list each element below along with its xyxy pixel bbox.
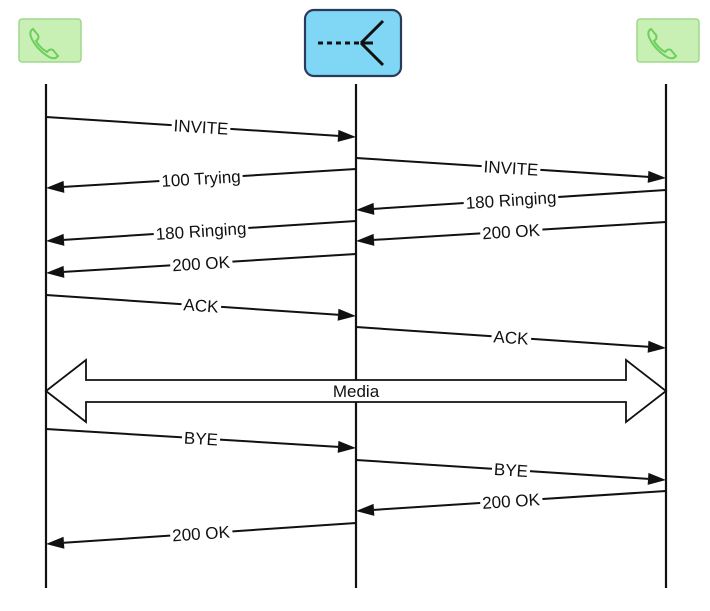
message-label-background [169, 523, 234, 545]
message-label: 180 Ringing [155, 219, 247, 244]
arrowhead [46, 180, 65, 193]
message-arrow: BYE [355, 459, 666, 485]
message-arrow: 200 OK [356, 490, 667, 516]
message-label-group: BYE [181, 428, 221, 450]
media-label: Media [333, 382, 380, 401]
arrowhead [356, 202, 375, 215]
arrowhead [46, 536, 65, 549]
message-arrow: 180 Ringing [46, 219, 357, 246]
message-label-background [180, 296, 222, 316]
message-arrow: ACK [355, 326, 666, 353]
message-label-background [491, 460, 531, 481]
message-arrow: 200 OK [46, 253, 357, 278]
message-label: 180 Ringing [465, 188, 557, 213]
message-arrow: 200 OK [356, 221, 667, 246]
arrowhead [647, 472, 666, 485]
message-label-background [158, 167, 244, 191]
callee-phone-icon [636, 18, 700, 63]
message-label-background [171, 117, 231, 138]
message-label-group: 180 Ringing [153, 219, 249, 244]
message-arrow: 100 Trying [46, 167, 357, 193]
message-label-group: ACK [180, 295, 222, 317]
arrowhead [647, 170, 666, 183]
message-label-background [153, 219, 249, 244]
message-arrows: INVITE INVITE 100 Trying 180 Ringing 180 Rin… [45, 116, 667, 549]
message-arrow: 180 Ringing [356, 188, 667, 215]
message-arrow: INVITE [45, 116, 356, 142]
arrowhead [356, 503, 375, 516]
arrowhead [337, 129, 356, 142]
message-label-group: 200 OK [169, 253, 233, 276]
message-label-group: 200 OK [479, 490, 543, 513]
message-label: 200 OK [172, 253, 231, 276]
message-label-background [481, 158, 541, 179]
message-label: BYE [493, 460, 528, 481]
message-label: BYE [183, 428, 218, 449]
arrowhead [647, 340, 666, 353]
message-label-background [479, 221, 543, 243]
message-label-group: 100 Trying [158, 167, 244, 191]
message-label: 100 Trying [161, 167, 241, 191]
message-arrow: ACK [45, 294, 356, 321]
media-arrow: Media [44, 358, 668, 424]
message-label-group: BYE [491, 460, 531, 481]
message-label: 200 OK [172, 523, 231, 546]
message-label-group: 200 OK [169, 523, 234, 546]
caller-phone-icon [18, 18, 82, 63]
message-label-background [169, 253, 233, 275]
message-label-group: 200 OK [479, 221, 543, 244]
message-label-background [479, 490, 543, 512]
arrowhead [337, 440, 356, 453]
proxy-server-icon [303, 8, 403, 78]
message-label-background [463, 188, 559, 213]
arrowhead [46, 265, 65, 278]
arrowhead [46, 233, 65, 246]
message-label-group: 180 Ringing [463, 188, 559, 213]
arrowhead [356, 233, 375, 246]
message-label: ACK [183, 295, 220, 316]
message-label: 200 OK [482, 221, 541, 244]
message-arrow: 200 OK [46, 522, 357, 549]
message-label-group: INVITE [171, 116, 231, 139]
message-label: INVITE [483, 157, 539, 179]
message-label-group: ACK [490, 327, 532, 349]
message-arrow: INVITE [355, 157, 666, 183]
message-label-group: INVITE [481, 157, 541, 180]
message-label-background [490, 328, 532, 348]
arrowhead [337, 308, 356, 321]
message-label: ACK [493, 327, 530, 348]
message-label: 200 OK [482, 490, 541, 513]
message-label-background [181, 429, 221, 449]
message-label: INVITE [173, 116, 229, 138]
message-arrow: BYE [45, 428, 356, 453]
